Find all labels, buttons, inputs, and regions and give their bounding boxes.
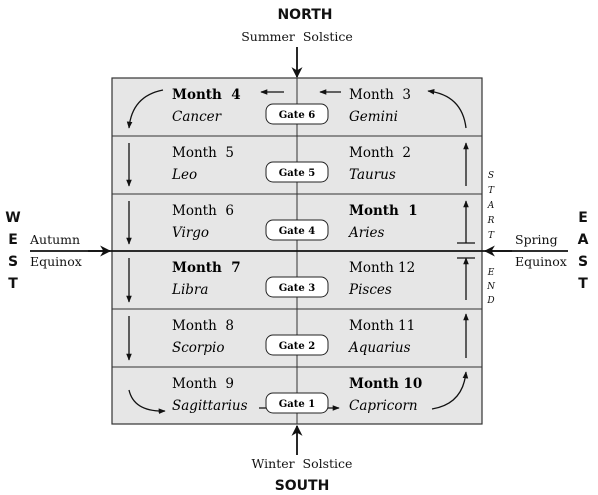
left-month-label: Month 5 — [172, 145, 234, 161]
left-month-label: Month 9 — [172, 376, 234, 392]
west-letter: E — [8, 232, 18, 248]
gate-box — [265, 276, 329, 298]
spring-equinox-label: Equinox — [515, 254, 567, 269]
right-month-label: Month 2 — [349, 145, 411, 161]
west-letter: T — [8, 276, 18, 292]
left-sign-label: Libra — [171, 282, 208, 298]
start-letter: T — [488, 186, 495, 196]
summer-solstice-label: Summer Solstice — [241, 29, 353, 44]
gate-label: Gate 6 — [279, 110, 315, 121]
left-month-label: Month 7 — [172, 260, 241, 276]
right-month-label: Month 10 — [349, 376, 422, 392]
start-word: S T A R T — [487, 171, 495, 241]
gate-label: Gate 5 — [279, 168, 315, 179]
autumn-equinox-label: Equinox — [30, 254, 82, 269]
left-sign-label: Scorpio — [172, 340, 224, 356]
left-month-label: Month 4 — [172, 87, 241, 103]
curved-arrow-icon — [128, 389, 166, 414]
east-letter: E — [578, 210, 588, 226]
right-month-label: Month 12 — [349, 260, 415, 276]
left-sign-label: Sagittarius — [172, 398, 248, 414]
month-row: Gate 5 Month 5 Leo Month 2 Taurus — [171, 145, 411, 183]
west-letter: S — [8, 254, 18, 270]
left-sign-label: Virgo — [172, 225, 209, 241]
spring-label: Spring — [515, 232, 558, 247]
right-sign-label: Gemini — [349, 109, 398, 125]
month-row: Gate 6 Month 4 Cancer Month 3 Gemini — [172, 87, 411, 125]
north-label: NORTH — [277, 7, 332, 23]
east-letter: T — [578, 276, 588, 292]
east-word: E A S T — [578, 210, 589, 292]
right-sign-label: Pisces — [348, 282, 392, 298]
right-month-label: Month 1 — [349, 203, 418, 219]
end-word: E N D — [486, 268, 496, 306]
left-sign-label: Leo — [171, 167, 197, 183]
right-month-label: Month 3 — [349, 87, 411, 103]
right-sign-label: Capricorn — [349, 398, 418, 414]
gate-label: Gate 1 — [279, 399, 315, 410]
gate-label: Gate 2 — [279, 341, 315, 352]
curved-arrow-icon — [427, 88, 467, 129]
month-row: Gate 4 Month 6 Virgo Month 1 Aries — [172, 203, 418, 241]
left-month-label: Month 8 — [172, 318, 234, 334]
grid — [30, 77, 568, 425]
month-row: Gate 2 Month 8 Scorpio Month 11 Aquarius — [172, 318, 415, 356]
right-sign-label: Taurus — [349, 167, 396, 183]
left-month-label: Month 6 — [172, 203, 234, 219]
gate-box — [265, 103, 329, 125]
west-word: W E S T — [5, 210, 20, 292]
end-letter: N — [486, 282, 496, 292]
month-row: Gate 1 Month 9 Sagittarius Month 10 Capricor… — [172, 376, 422, 414]
month-row: Gate 3 Month 7 Libra Month 12 Pisces — [171, 260, 415, 298]
start-letter: S — [488, 171, 494, 181]
start-letter: R — [487, 216, 495, 226]
east-letter: A — [578, 232, 589, 248]
south-label: SOUTH — [275, 478, 330, 494]
east-letter: S — [578, 254, 588, 270]
gate-box — [265, 392, 329, 414]
end-letter: E — [487, 268, 495, 278]
gate-label: Gate 3 — [279, 283, 315, 294]
gate-box — [265, 161, 329, 183]
gate-box — [265, 334, 329, 356]
autumn-label: Autumn — [29, 232, 80, 247]
start-letter: T — [488, 231, 495, 241]
curved-arrow-icon — [431, 371, 469, 410]
right-sign-label: Aries — [347, 225, 385, 241]
gate-label: Gate 4 — [279, 226, 315, 237]
west-letter: W — [5, 210, 20, 226]
right-sign-label: Aquarius — [347, 340, 411, 356]
right-month-label: Month 11 — [349, 318, 415, 334]
left-sign-label: Cancer — [172, 109, 223, 125]
end-letter: D — [486, 296, 494, 306]
winter-solstice-label: Winter Solstice — [252, 456, 353, 471]
start-letter: A — [487, 201, 495, 211]
gate-box — [265, 219, 329, 241]
curved-arrow-icon — [126, 89, 164, 129]
